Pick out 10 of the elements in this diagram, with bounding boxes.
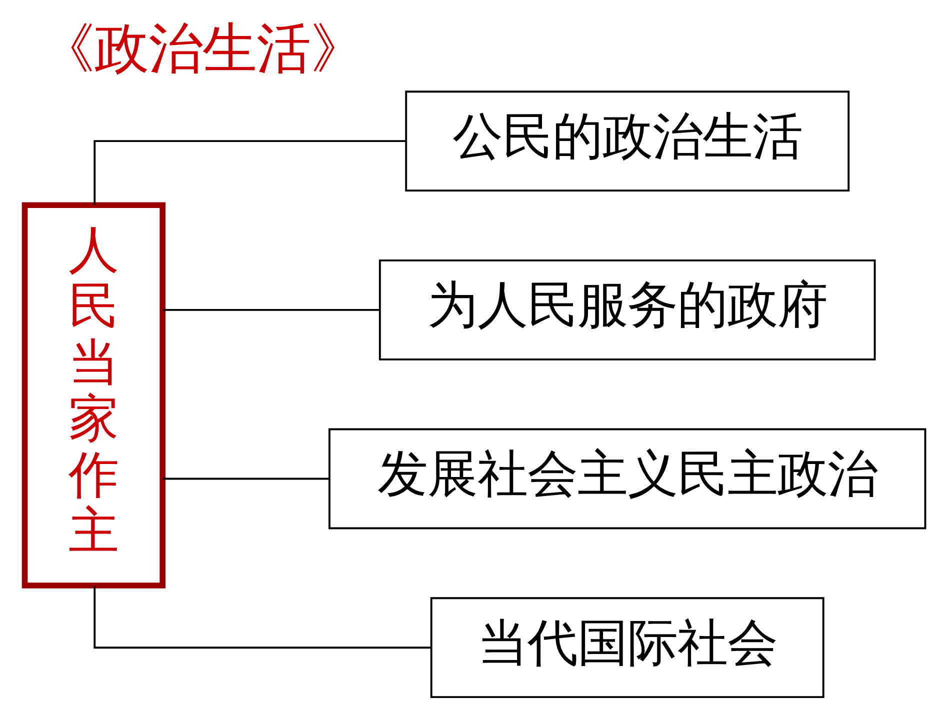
connector (94, 586, 432, 649)
node-box: 人民当家作主 (22, 202, 166, 588)
node-box: 为人民服务的政府 (378, 259, 876, 360)
connector (162, 478, 330, 480)
diagram-title: 《政治生活》 (40, 17, 364, 80)
connector (94, 140, 406, 205)
node-box: 发展社会主义民主政治 (328, 428, 926, 530)
node-box: 公民的政治生活 (405, 90, 850, 192)
connector (162, 308, 380, 311)
node-box: 当代国际社会 (430, 597, 824, 698)
